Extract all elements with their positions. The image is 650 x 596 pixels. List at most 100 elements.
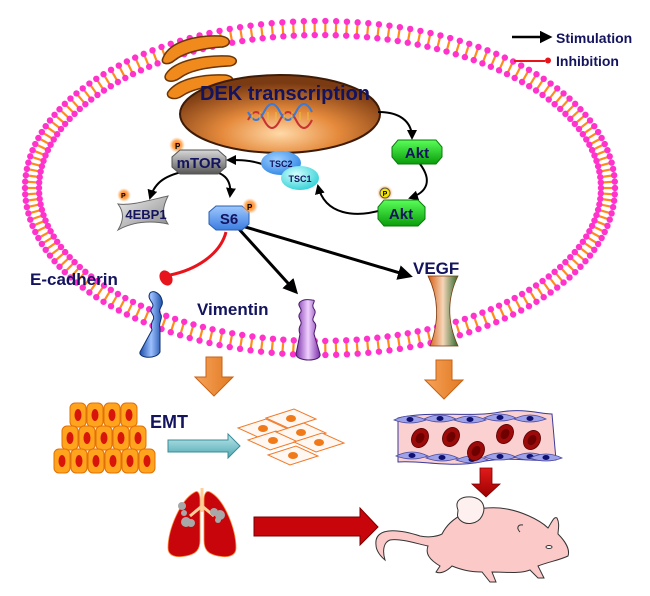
lipid-head [556,105,564,113]
lipid-head [107,82,115,90]
arrow-s6-to-vimentin [236,226,299,295]
lipid-head [353,336,360,343]
lipid-head [495,302,503,309]
lipid-head [42,246,49,254]
lipid-head [487,63,495,70]
lipid-head [22,172,30,179]
lipid-head [588,222,596,230]
lipid-head [586,117,594,124]
cell-nucleus [58,455,66,467]
lipid-head [586,252,594,259]
lipid-head [67,274,74,281]
lipid-head [525,286,533,294]
down-arrow-icon [193,356,235,397]
lipid-head [396,23,404,31]
lipid-head [71,258,78,266]
lipid-head [38,240,46,248]
lipid-head [37,168,44,175]
cell-nucleus [466,417,474,422]
cell-nucleus [288,452,298,459]
lipid-head [386,22,393,29]
lipid-head [545,273,552,280]
lipid-head [424,43,431,50]
lipid-head [611,191,618,198]
tsc1-label: TSC1 [288,174,311,184]
inhibition-s6-to-ecadherin [169,231,228,277]
lipid-head [447,34,454,42]
lipid-head [35,234,42,242]
lipid-head [236,23,244,31]
lipid-head [322,31,329,39]
lipid-head [386,347,393,354]
lipid-head [353,33,360,40]
lipid-head [36,195,43,203]
lipid-head [154,60,161,67]
lipid-head [40,211,47,219]
ecadherin-receptor-icon [139,291,163,358]
lipid-head [27,153,34,160]
arrow-tsc-to-mtor [226,155,263,166]
lipid-head [571,120,579,128]
cell-nucleus [296,429,306,436]
lipid-head [239,331,246,339]
cell-nucleus [74,409,82,421]
lipid-head [594,163,602,170]
lipid-head [94,277,101,285]
lipid-head [610,197,618,204]
lipid-head [249,333,256,340]
lipid-head [493,50,500,58]
lipid-head [609,165,617,173]
lipid-head [280,33,287,40]
lipid-head [525,66,533,74]
lipid-head [609,203,617,211]
lipid-head [461,53,469,61]
lipid-head [38,128,46,136]
lipid-head [88,273,95,280]
lipid-head [51,111,58,118]
lipid-head [604,222,611,230]
tsc2-label: TSC2 [269,159,292,169]
lipid-head [280,336,287,343]
lipid-head [301,32,308,39]
lipid-head [247,22,254,29]
cell-nucleus [436,416,444,421]
lipid-head [532,87,540,94]
rbc-center [500,428,510,440]
lipid-head [79,85,86,92]
blood-vessel-icon [392,410,564,465]
lipid-head [257,348,265,355]
lipid-head [567,253,574,261]
lipid-head [532,282,540,289]
lipid-head [216,27,223,35]
lipid-head [171,315,179,323]
mtor-node: P mTOR [169,137,227,175]
lipid-head [343,32,350,39]
lipid-head [209,326,216,333]
lipid-head [57,243,65,251]
lipid-head [93,293,100,301]
lipid-head [596,168,603,175]
akt-node: Akt [391,139,443,165]
cell-nucleus [286,415,296,422]
rbc-center [471,445,481,457]
lipid-head [71,110,78,118]
lipid-head [540,75,547,83]
lipid-head [591,152,598,159]
lipid-head [611,178,618,185]
lipid-head [479,309,486,316]
lipid-head [23,165,31,173]
lipid-head [511,74,518,82]
lipid-head [583,233,590,240]
lipid-head [593,211,600,219]
phospho-akt-node: Akt P [377,185,426,227]
phosphate-glow-icon [117,188,131,202]
lipid-head [363,33,371,41]
lipid-head [322,337,329,345]
lipid-head [199,323,207,331]
lipid-head [365,20,372,27]
phosphate-label: P [383,191,388,198]
cell-nucleus [66,432,74,444]
lipid-head [158,43,165,51]
lipid-head [311,31,318,39]
lipid-head [66,253,73,261]
